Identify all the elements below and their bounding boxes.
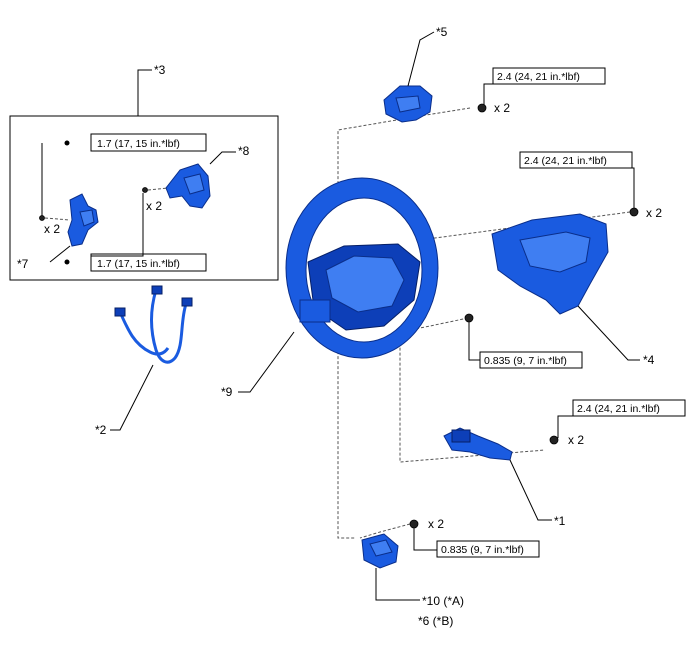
label-p7: *7: [17, 257, 29, 271]
qty-p7: x 2: [44, 222, 60, 236]
qty-p8: x 2: [146, 199, 162, 213]
torque-box-p4: [519, 151, 633, 169]
torque-box-p3-lower: [90, 253, 207, 272]
paddle-switch-right-p8: [165, 163, 211, 209]
label-p5: *5: [436, 25, 448, 39]
torque-middle: 0.835 (9, 7 in.*lbf): [484, 355, 567, 367]
label-p9: *9: [221, 385, 233, 399]
torque-box-p5: [492, 67, 606, 85]
torque-bottom: 0.835 (9, 7 in.*lbf): [441, 544, 524, 556]
steering-wheel-p9: *9: [221, 177, 439, 399]
label-p8: *8: [238, 144, 250, 158]
torque-p5: 2.4 (24, 21 in.*lbf): [497, 71, 580, 83]
torque-box-middle: [479, 351, 583, 369]
screw-middle: [464, 313, 474, 323]
paddle-switch-group-box: *3 1.7 (17, 15 in.*lbf) 1.7 (17, 15 in.*…: [9, 63, 279, 281]
torque-marker-dot-lower: [64, 259, 70, 265]
screw-p7: [39, 215, 45, 221]
torque-callout-p5: 2.4 (24, 21 in.*lbf) x 2: [477, 67, 606, 115]
upper-cover-p5: *5: [383, 25, 448, 123]
torque-marker-dot-upper: [64, 140, 70, 146]
switch-assembly-p1: *1: [443, 427, 566, 528]
bolt-p5: [477, 103, 487, 113]
paddle-switch-left-p7: [67, 193, 99, 247]
qty-p5: x 2: [494, 101, 510, 115]
label-p1: *1: [554, 514, 566, 528]
spoke-cover-p4: *4: [491, 213, 655, 367]
qty-p1: x 2: [568, 433, 584, 447]
label-p4: *4: [643, 353, 655, 367]
bolt-p1: [549, 435, 559, 445]
torque-box-p1: [572, 399, 686, 417]
torque-box-p3-upper: [90, 133, 207, 152]
label-p6: *6 (*B): [418, 614, 453, 628]
torque-p4: 2.4 (24, 21 in.*lbf): [524, 155, 607, 167]
torque-callout-p4: 2.4 (24, 21 in.*lbf) x 2: [519, 151, 662, 220]
label-p3: *3: [154, 63, 166, 77]
torque-callout-p1: 2.4 (24, 21 in.*lbf) x 2: [549, 399, 686, 447]
qty-p4: x 2: [646, 206, 662, 220]
torque-p1: 2.4 (24, 21 in.*lbf): [577, 403, 660, 415]
screw-p8: [142, 187, 148, 193]
wire-harness-p2: *2: [95, 285, 193, 437]
torque-box-bottom: [436, 540, 540, 558]
bottom-component-p10: *10 (*A) *6 (*B): [361, 533, 464, 628]
torque-callout-middle: 0.835 (9, 7 in.*lbf): [464, 313, 583, 369]
torque-callout-bottom: x 2 0.835 (9, 7 in.*lbf): [409, 517, 540, 558]
torque-p3-lower: 1.7 (17, 15 in.*lbf): [97, 258, 180, 270]
bolt-p4: [629, 207, 639, 217]
torque-p3-upper: 1.7 (17, 15 in.*lbf): [97, 138, 180, 150]
screw-bottom: [409, 519, 419, 529]
label-p2: *2: [95, 423, 107, 437]
label-p10: *10 (*A): [422, 594, 464, 608]
qty-bottom: x 2: [428, 517, 444, 531]
